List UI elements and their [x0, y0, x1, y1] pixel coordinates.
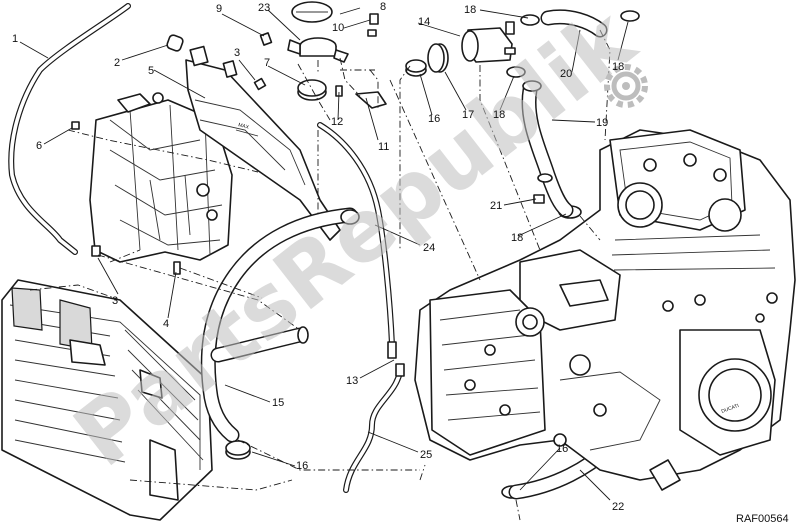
callout-leaders — [19, 7, 629, 501]
reference-code: RAF00564 — [736, 513, 789, 525]
callout-3: 3 — [234, 47, 240, 59]
thermostat-housing — [427, 21, 516, 73]
callout-15: 15 — [272, 397, 284, 409]
callout-3: 3 — [112, 295, 118, 307]
frame-tube — [89, 92, 233, 263]
callout-18: 18 — [464, 4, 476, 16]
callout-10: 10 — [332, 22, 344, 34]
assembly-dash-lines — [29, 29, 611, 521]
callout-24: 24 — [423, 242, 435, 254]
callout-8: 8 — [380, 1, 386, 13]
callout-20: 20 — [560, 68, 572, 80]
expansion-tank: MAX — [185, 45, 341, 241]
callout-6: 6 — [36, 140, 42, 152]
callout-18: 18 — [612, 61, 624, 73]
callout-21: 21 — [490, 200, 502, 212]
callout-17: 17 — [462, 109, 474, 121]
callout-14: 14 — [418, 16, 430, 28]
hose-radiator-upper — [200, 207, 360, 443]
callout-9: 9 — [216, 3, 222, 15]
callout-16: 16 — [428, 113, 440, 125]
hose-breather — [317, 122, 397, 359]
hose-bypass — [521, 80, 574, 218]
callout-7: 7 — [264, 57, 270, 69]
callout-4: 4 — [163, 318, 169, 330]
callout-18: 18 — [511, 232, 523, 244]
callout-18: 18 — [493, 109, 505, 121]
callout-1: 1 — [12, 33, 18, 45]
callout-13: 13 — [346, 375, 358, 387]
hose-overflow — [8, 3, 131, 255]
callout-numbers: 1 2 3 3 4 5 6 7 8 9 10 11 12 13 14 15 16… — [12, 1, 624, 513]
callout-12: 12 — [331, 116, 343, 128]
callout-2: 2 — [114, 57, 120, 69]
callout-22: 22 — [612, 501, 624, 513]
tank-max-label: MAX — [237, 122, 250, 131]
callout-11: 11 — [378, 141, 389, 153]
engine-logo-text: DUCATI — [721, 403, 740, 415]
callout-5: 5 — [148, 65, 154, 77]
hose-thermostat-outlet — [540, 9, 608, 38]
hose-drain — [343, 363, 405, 493]
callout-16: 16 — [296, 460, 308, 472]
radiator — [1, 279, 213, 521]
callout-23: 23 — [258, 2, 270, 14]
callout-19: 19 — [596, 117, 608, 129]
callout-25: 25 — [420, 449, 432, 461]
callout-16: 16 — [556, 443, 568, 455]
engine-block: DUCATI — [414, 129, 796, 491]
gear-icon — [604, 64, 648, 108]
